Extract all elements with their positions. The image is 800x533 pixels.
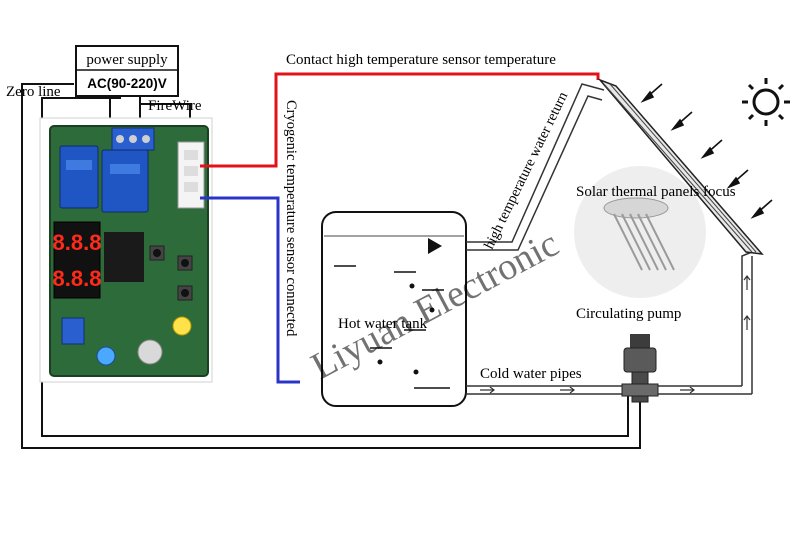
circulating-pump-icon	[621, 334, 659, 403]
firewire-label: FireWire	[148, 98, 202, 114]
solar-panel	[597, 78, 764, 255]
sun-icon	[742, 78, 790, 126]
controller-board: 8.8.8 8.8.8	[39, 117, 213, 383]
microcontroller-chip	[104, 232, 144, 282]
sunlight-arrows	[640, 83, 773, 219]
zero-line-label: Zero line	[6, 84, 61, 100]
cold-water-pipes-label: Cold water pipes	[480, 366, 582, 382]
flow-arrows	[480, 275, 751, 394]
yellow-led	[172, 316, 192, 336]
high-temp-sensor-wire	[200, 72, 600, 168]
cold-water-pipe	[466, 251, 753, 395]
relay-1	[59, 145, 99, 209]
buzzer	[137, 339, 163, 365]
hot-water-tank: Hot water tank	[321, 211, 467, 407]
flow-arrow-icon	[428, 238, 442, 254]
zero-line-wire	[21, 83, 641, 449]
high-return-label: high temperature water return	[481, 89, 571, 252]
solar-panels-label: Solar thermal panels focus	[576, 184, 736, 200]
ac-range-label: AC(90-220)V	[87, 76, 167, 91]
blue-led	[96, 346, 116, 366]
relay-2	[101, 149, 149, 213]
power-supply-label: power supply	[86, 52, 168, 68]
led-display	[53, 221, 101, 299]
led-digits-top: 8.8.8	[53, 230, 102, 255]
cryogenic-sensor-label: Cryogenic temperature sensor connected	[283, 100, 299, 337]
solar-heater-photo	[574, 166, 706, 298]
led-digits-bottom: 8.8.8	[53, 266, 102, 291]
return-pipe	[466, 83, 605, 251]
circulating-pump-label: Circulating pump	[576, 306, 681, 322]
high-sensor-label: Contact high temperature sensor temperat…	[286, 52, 556, 68]
power-supply-box: power supply AC(90-220)V	[75, 45, 179, 97]
hot-water-tank-label: Hot water tank	[338, 316, 428, 332]
low-temp-sensor-wire	[200, 196, 300, 384]
